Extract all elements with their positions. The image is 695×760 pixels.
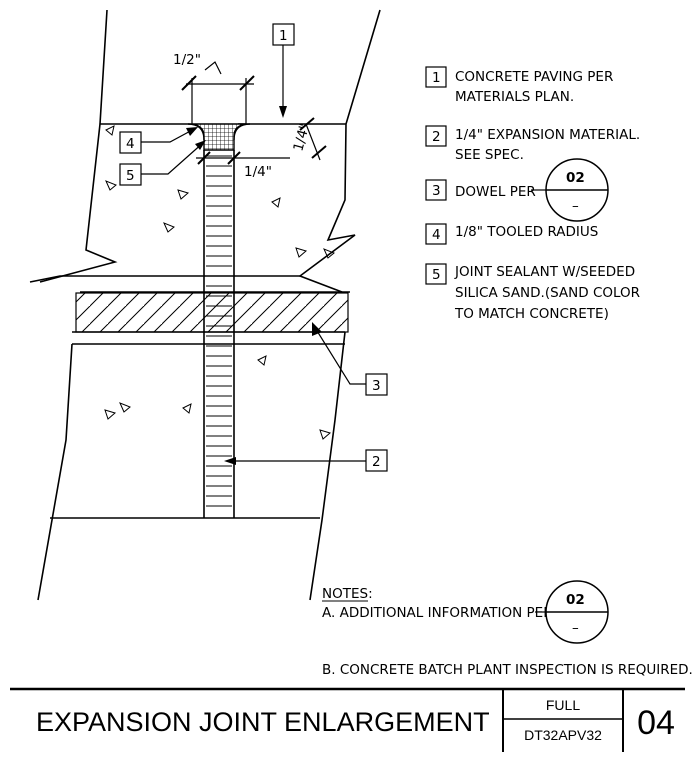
detail-title: EXPANSION JOINT ENLARGEMENT: [36, 707, 490, 737]
svg-text:1/4" EXPANSION MATERIAL.: 1/4" EXPANSION MATERIAL.: [455, 127, 640, 143]
legend-item-1: 1 CONCRETE PAVING PER MATERIALS PLAN.: [425, 66, 613, 105]
svg-text:DOWEL PER: DOWEL PER: [455, 184, 536, 200]
notes-heading: NOTES:: [322, 586, 373, 602]
aggregate-triangle: [163, 222, 175, 233]
dowel-ref-sheet: 02: [566, 170, 585, 186]
aggregate-triangle: [319, 429, 332, 440]
svg-text:TO MATCH CONCRETE): TO MATCH CONCRETE): [454, 306, 609, 322]
dim-half-inch: [181, 61, 255, 124]
legend-item-2: 2 1/4" EXPANSION MATERIAL. SEE SPEC.: [425, 125, 640, 163]
callout-1: 1: [272, 23, 295, 118]
dim-quarter-bottom: [196, 151, 290, 165]
aggregate-triangle: [295, 247, 308, 258]
svg-text:1: 1: [432, 70, 441, 86]
callout-2: 2: [224, 449, 388, 472]
detail-scale: FULL: [546, 697, 580, 713]
legend-item-3: 3 DOWEL PER 02 –: [425, 158, 609, 222]
aggregate-triangle: [257, 355, 267, 366]
svg-text:1/8" TOOLED RADIUS: 1/8" TOOLED RADIUS: [455, 224, 598, 240]
svg-text:SILICA SAND.(SAND COLOR: SILICA SAND.(SAND COLOR: [455, 285, 640, 301]
detail-number: 04: [637, 704, 675, 742]
svg-text:1: 1: [279, 28, 288, 44]
aggregate-triangle: [323, 248, 335, 259]
note-b: B. CONCRETE BATCH PLANT INSPECTION IS RE…: [322, 662, 693, 678]
svg-text:3: 3: [372, 378, 381, 394]
aggregate-triangle: [177, 189, 190, 200]
legend-item-4: 4 1/8" TOOLED RADIUS: [425, 223, 598, 245]
aggregate-triangle: [104, 409, 117, 420]
svg-text:2: 2: [432, 129, 441, 145]
callout-4: 4: [119, 127, 198, 154]
aggregate-triangle: [271, 197, 281, 208]
svg-text:4: 4: [432, 227, 441, 243]
joint-sealant: [187, 123, 251, 151]
svg-text:3: 3: [432, 183, 441, 199]
svg-text:MATERIALS PLAN.: MATERIALS PLAN.: [455, 89, 574, 105]
title-block: EXPANSION JOINT ENLARGEMENT FULL DT32APV…: [10, 687, 685, 752]
dim-quarter-top-label: 1/4": [290, 122, 313, 153]
notes: NOTES: A. ADDITIONAL INFORMATION PER 02 …: [322, 580, 693, 678]
svg-text:2: 2: [372, 454, 381, 470]
aggregate-marks: [104, 125, 335, 440]
svg-text:CONCRETE PAVING PER: CONCRETE PAVING PER: [455, 69, 613, 85]
callout-3: 3: [312, 322, 388, 396]
aggregate-triangle: [119, 402, 131, 413]
legend-item-5: 5 JOINT SEALANT W/SEEDED SILICA SAND.(SA…: [425, 263, 640, 322]
dim-quarter-bottom-label: 1/4": [244, 164, 272, 180]
aggregate-triangle: [182, 403, 192, 414]
svg-text:JOINT SEALANT W/SEEDED: JOINT SEALANT W/SEEDED: [454, 264, 635, 280]
svg-text:5: 5: [126, 168, 135, 184]
aggregate-triangle: [105, 125, 115, 136]
svg-text:5: 5: [432, 267, 441, 283]
legend: 1 CONCRETE PAVING PER MATERIALS PLAN. 2 …: [425, 66, 640, 322]
aggregate-triangle: [105, 180, 117, 191]
svg-text:4: 4: [126, 136, 135, 152]
callout-5: 5: [119, 140, 206, 186]
note-a-ref-detail: –: [572, 620, 579, 636]
note-a: A. ADDITIONAL INFORMATION PER: [322, 605, 553, 621]
dim-quarter-top: [299, 117, 327, 161]
svg-text:SEE SPEC.: SEE SPEC.: [455, 147, 524, 163]
note-a-ref-sheet: 02: [566, 592, 585, 608]
detail-code: DT32APV32: [524, 727, 602, 743]
dim-half-inch-label: 1/2": [173, 52, 201, 68]
dowel-ref-detail: –: [572, 198, 579, 214]
expansion-material: [203, 150, 235, 518]
